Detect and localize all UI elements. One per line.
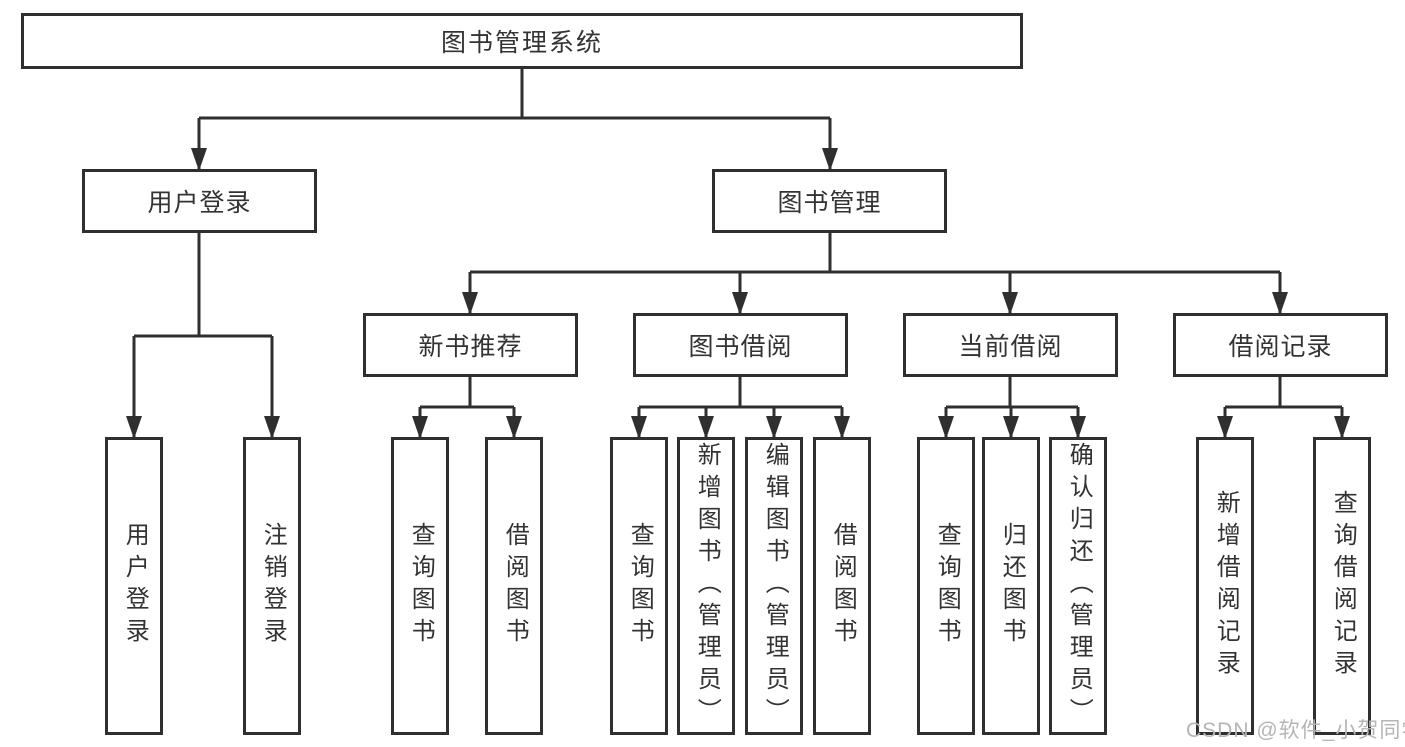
node-book-management: 图书管理 <box>712 169 947 233</box>
leaf-confirm-return-admin-label: 确认归还（管理员） <box>1065 442 1093 730</box>
node-book-borrow-label: 图书借阅 <box>688 333 793 361</box>
leaf-return-book-label: 归还图书 <box>998 522 1026 650</box>
leaf-borrow-book-label: 借阅图书 <box>829 522 857 650</box>
node-book-management-label: 图书管理 <box>777 189 882 217</box>
leaf-user-login-label: 用户登录 <box>121 522 149 650</box>
leaf-logout-label: 注销登录 <box>259 522 287 650</box>
leaf-borrow-book: 借阅图书 <box>813 437 871 735</box>
node-current-borrow-label: 当前借阅 <box>958 333 1063 361</box>
leaf-borrow-book-recommend: 借阅图书 <box>485 437 543 735</box>
csdn-watermark: CSDN @软件_小贺同学 <box>1186 719 1405 742</box>
leaf-query-borrow-record-label: 查询借阅记录 <box>1329 490 1357 682</box>
leaf-confirm-return-admin: 确认归还（管理员） <box>1049 437 1107 735</box>
leaf-query-book-borrow: 查询图书 <box>610 437 668 735</box>
node-new-book-recommend-label: 新书推荐 <box>418 333 523 361</box>
leaf-borrow-book-recommend-label: 借阅图书 <box>501 522 529 650</box>
edge-user-login-children <box>126 233 280 439</box>
leaf-add-borrow-record: 新增借阅记录 <box>1196 437 1254 735</box>
node-user-login: 用户登录 <box>82 169 317 233</box>
leaf-query-book-recommend: 查询图书 <box>391 437 449 735</box>
leaf-logout: 注销登录 <box>243 437 301 735</box>
leaf-query-book-borrow-label: 查询图书 <box>626 522 654 650</box>
node-user-login-label: 用户登录 <box>147 189 252 217</box>
node-borrow-records: 借阅记录 <box>1173 313 1388 377</box>
leaf-edit-book-admin-label: 编辑图书（管理员） <box>761 442 789 730</box>
leaf-add-book-admin: 新增图书（管理员） <box>677 437 735 735</box>
edge-root-to-level2 <box>191 69 838 171</box>
edge-book-borrow-children <box>631 377 850 439</box>
leaf-query-book-current-label: 查询图书 <box>933 522 961 650</box>
leaf-query-book-recommend-label: 查询图书 <box>407 522 435 650</box>
leaf-add-borrow-record-label: 新增借阅记录 <box>1212 490 1240 682</box>
node-current-borrow: 当前借阅 <box>903 313 1118 377</box>
edge-borrow-records-children <box>1217 377 1350 439</box>
leaf-user-login: 用户登录 <box>105 437 163 735</box>
node-new-book-recommend: 新书推荐 <box>363 313 578 377</box>
node-borrow-records-label: 借阅记录 <box>1228 333 1333 361</box>
node-root-label: 图书管理系统 <box>440 29 603 57</box>
node-book-borrow: 图书借阅 <box>633 313 848 377</box>
leaf-query-book-current: 查询图书 <box>917 437 975 735</box>
leaf-edit-book-admin: 编辑图书（管理员） <box>745 437 803 735</box>
leaf-return-book: 归还图书 <box>982 437 1040 735</box>
leaf-add-book-admin-label: 新增图书（管理员） <box>693 442 721 730</box>
edge-current-borrow-children <box>938 377 1086 439</box>
leaf-query-borrow-record: 查询借阅记录 <box>1313 437 1371 735</box>
edge-new-book-recommend-children <box>412 377 522 439</box>
edge-book-management-children <box>462 233 1288 315</box>
node-root: 图书管理系统 <box>21 13 1023 69</box>
